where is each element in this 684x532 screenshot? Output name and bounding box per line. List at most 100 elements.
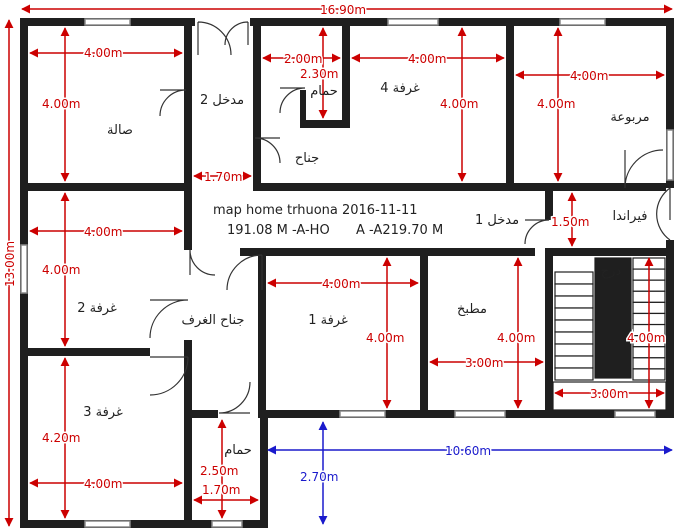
window-square-top — [559, 18, 606, 26]
dim-square-w: 4.00m — [570, 69, 608, 83]
dim-room1-h: 4.00m — [366, 331, 404, 345]
wall-lower-wing-right — [260, 410, 268, 528]
stair-step — [554, 271, 594, 285]
wall-corridor-top — [253, 183, 666, 191]
wall-room4-right — [506, 18, 514, 190]
label-entrance2: مدخل 2 — [200, 93, 244, 108]
dim-stairs-h: 4.00m — [627, 331, 665, 345]
stairs-steps-left — [554, 271, 594, 381]
doors — [149, 21, 671, 414]
dimension-labels: 16.90m 13.00m 4.00m 4.00m 1.70m 2.00m 2.… — [2, 2, 667, 499]
dim-room2-h: 4.00m — [42, 263, 80, 277]
door-room1 — [226, 254, 263, 291]
title-line2a: 191.08 M -A-HO — [227, 223, 330, 238]
dim-square-h: 4.00m — [537, 97, 575, 111]
label-square: مربوعة — [610, 110, 649, 125]
window-room1-bottom — [339, 410, 386, 418]
dim-overall-width: 16.90m — [320, 3, 366, 17]
dim-veranda-h: 1.50m — [551, 215, 589, 229]
wall-bath-bottom-left — [184, 410, 192, 528]
label-entrance1: مدخل 1 — [475, 213, 519, 228]
wall-room1-left — [258, 250, 266, 418]
window-stairs-bottom — [614, 410, 656, 418]
dim-lower-width: 10.60m — [445, 444, 491, 458]
door-salon — [159, 89, 187, 117]
wall-salon-bottom — [20, 183, 192, 191]
wall-room2-bottom — [20, 348, 150, 356]
dim-room4-h: 4.00m — [440, 97, 478, 111]
wall-bath-left — [300, 90, 306, 128]
wall-bath-right — [342, 18, 350, 128]
label-veranda: فيراندا — [613, 209, 648, 224]
door-bath-bottom — [218, 381, 251, 414]
wall-kitchen-right — [545, 248, 553, 418]
dim-bath-bottom-h: 2.50m — [200, 464, 238, 478]
dim-salon-h: 4.00m — [42, 97, 80, 111]
label-bath-bottom: حمام — [224, 443, 252, 458]
dim-overall-height: 13.00m — [3, 241, 17, 287]
window-room3-bottom — [84, 520, 131, 528]
dim-bath-bottom-w: 1.70m — [202, 483, 240, 497]
dim-room1-w: 4.00m — [322, 277, 360, 291]
window-room2-left — [20, 244, 28, 294]
title-line2b: A -A219.70 M — [356, 223, 443, 238]
dimension-lines-blue — [267, 421, 673, 525]
stair-step — [554, 343, 594, 357]
label-rooms-wing: جناح الغرف — [182, 313, 245, 328]
stair-step — [554, 283, 594, 297]
plan-title: map home trhuona 2016-11-11 191.08 M -A-… — [213, 203, 443, 238]
dimension-labels-blue: 10.60m 2.70m — [299, 443, 493, 486]
title-line1: map home trhuona 2016-11-11 — [213, 203, 418, 218]
stair-step — [554, 295, 594, 309]
room-labels: صالة مدخل 2 حمام جناح غرفة 4 مربوعة فيرا… — [77, 81, 649, 458]
door-veranda — [624, 149, 664, 189]
dimension-lines — [4, 4, 673, 527]
label-room2: غرفة 2 — [77, 301, 117, 316]
dim-stairs-w: 3.00m — [590, 387, 628, 401]
stair-step — [554, 307, 594, 321]
window-square-right — [666, 129, 674, 181]
wall-room2-right — [184, 190, 192, 250]
wall-bath-bottom-top — [184, 410, 218, 418]
door-room2 — [189, 249, 216, 276]
door-entrance-main-2 — [224, 21, 249, 46]
dim-salon-w: 4.00m — [84, 46, 122, 60]
stairs-inner-wall — [594, 257, 632, 379]
door-bath-top — [279, 87, 306, 114]
dim-bath-top-h: 2.30m — [300, 67, 338, 81]
stair-step — [554, 331, 594, 345]
stair-step — [554, 319, 594, 333]
label-bath-top: حمام — [310, 84, 338, 99]
door-veranda-right — [656, 187, 671, 241]
outer-wall-top-right — [250, 18, 674, 26]
dim-bath-top-w: 2.00m — [284, 52, 322, 66]
dim-entrance2-w: 1.70m — [204, 170, 242, 184]
label-stairs: درج — [601, 264, 622, 279]
door-wing-rooms — [149, 299, 189, 339]
wall-veranda-left — [545, 190, 553, 220]
window-kitchen-bottom — [454, 410, 506, 418]
stair-step — [554, 367, 594, 381]
door-wing-top — [254, 137, 281, 164]
label-room1: غرفة 1 — [308, 313, 348, 328]
door-entrance-main — [197, 21, 232, 56]
dim-kitchen-h: 4.00m — [497, 331, 535, 345]
door-entrance1 — [524, 219, 550, 245]
wall-corridor-bottom-right — [545, 248, 674, 256]
stair-step — [554, 355, 594, 369]
windows — [20, 18, 674, 528]
dim-room3-w: 4.00m — [84, 477, 122, 491]
wall-corridor-bottom — [240, 248, 535, 256]
dim-room2-w: 4.00m — [84, 225, 122, 239]
window-room4-top — [387, 18, 439, 26]
wall-kitchen-left — [420, 248, 428, 418]
label-room4: غرفة 4 — [380, 81, 420, 96]
label-salon: صالة — [107, 123, 133, 138]
wall-salon-right — [184, 18, 192, 190]
dim-room4-w: 4.00m — [408, 52, 446, 66]
dim-setback: 2.70m — [300, 470, 338, 484]
wall-wing-right-mid — [184, 340, 192, 410]
dim-kitchen-w: 3.00m — [465, 356, 503, 370]
label-wing: جناح — [295, 151, 319, 166]
